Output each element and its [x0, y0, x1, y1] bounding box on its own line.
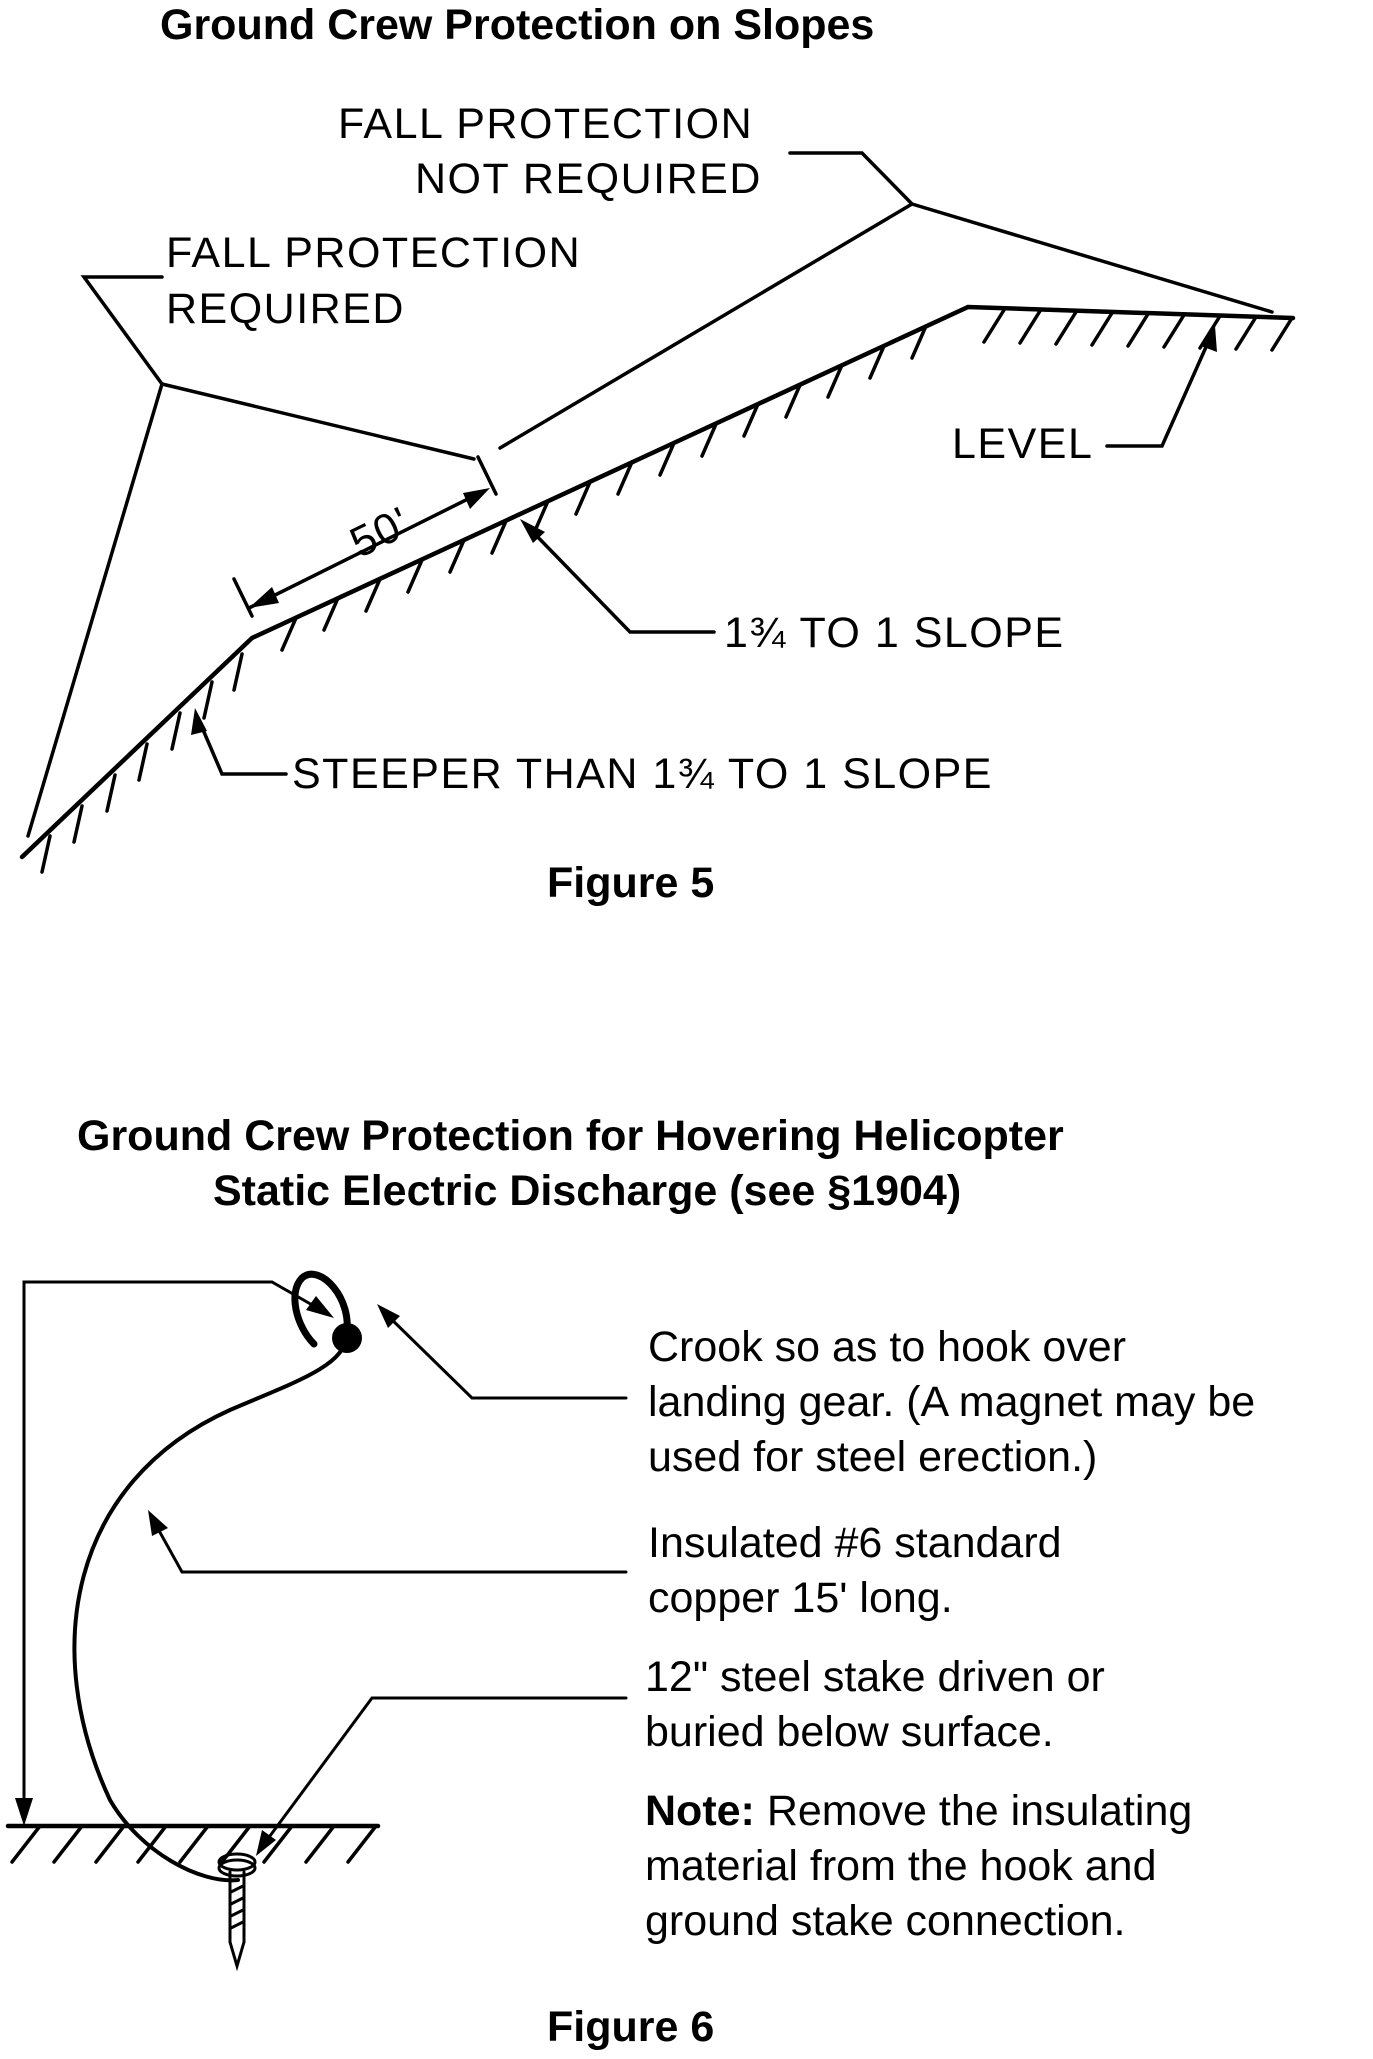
level-section-hatching: [982, 308, 1294, 352]
dimension-arrow-right-icon: [463, 488, 490, 509]
slope-leader: [526, 525, 716, 634]
required-bracket-right-arm: [160, 382, 476, 461]
figure5-title: Ground Crew Protection on Slopes: [160, 1, 875, 49]
bracket-arrow-top-icon: [306, 1296, 334, 1318]
steeper-arrow-icon: [191, 708, 207, 735]
copper-description: Insulated #6 standard copper 15' long.: [648, 1519, 1062, 1622]
ground-hatching: [10, 1824, 378, 1864]
crook-description: Crook so as to hook over landing gear. (…: [648, 1323, 1256, 1481]
steel-stake-icon: [217, 1852, 257, 1972]
note-text: Note: Remove the insulating material fro…: [645, 1787, 1193, 1945]
ground-profile-line: [19, 304, 1296, 860]
required-bracket-leader: [80, 275, 164, 386]
steep-section-hatching: [40, 652, 244, 874]
dimension-line: [247, 489, 486, 610]
figure6-title-line1: Ground Crew Protection for Hovering Heli…: [77, 1112, 1064, 1160]
cable-length-bracket: [22, 1280, 330, 1820]
label-fall-protection-not-required-line2: NOT REQUIRED: [415, 155, 762, 203]
stake-leader-arrow-icon: [256, 1830, 276, 1856]
label-fall-protection-required-line2: REQUIRED: [166, 285, 405, 333]
copper-leader-arrow-icon: [148, 1510, 168, 1536]
connection-point-icon: [332, 1323, 362, 1353]
level-arrow-icon: [1201, 326, 1217, 352]
required-bracket-left-arm: [26, 382, 164, 838]
figure5-caption: Figure 5: [547, 859, 715, 907]
hook-crook-icon: [291, 1270, 351, 1348]
label-slope-1-3-4-to-1: 1¾ TO 1 SLOPE: [724, 609, 1065, 657]
copper-cable-line: [72, 1334, 348, 1883]
label-level: LEVEL: [952, 420, 1094, 468]
note-label: Note:: [645, 1787, 755, 1835]
figure6-title-line2: Static Electric Discharge (see §1904): [213, 1167, 962, 1215]
copper-leader: [150, 1516, 628, 1574]
label-fall-protection-not-required-line1: FALL PROTECTION: [338, 100, 754, 148]
level-leader: [1105, 336, 1212, 448]
label-fall-protection-required-line1: FALL PROTECTION: [166, 229, 582, 277]
not-required-bracket-leader: [788, 151, 914, 206]
not-required-bracket-left-arm: [498, 202, 914, 450]
bracket-arrow-bottom-icon: [15, 1798, 33, 1826]
dimension-tick-right: [476, 455, 498, 496]
figure6-caption: Figure 6: [547, 2003, 715, 2051]
dimension-tick-left: [232, 577, 254, 618]
crook-leader: [382, 1310, 628, 1400]
not-required-bracket-right-arm: [910, 202, 1274, 314]
stake-description: 12" steel stake driven or buried below s…: [645, 1653, 1105, 1756]
slope-section-hatching: [280, 324, 928, 652]
steeper-leader: [196, 716, 288, 776]
stake-leader: [262, 1696, 628, 1846]
dimension-arrow-left-icon: [249, 587, 279, 608]
slope-arrow-icon: [520, 519, 545, 543]
label-steeper-slope: STEEPER THAN 1¾ TO 1 SLOPE: [292, 750, 993, 798]
crook-leader-arrow-icon: [377, 1304, 400, 1328]
